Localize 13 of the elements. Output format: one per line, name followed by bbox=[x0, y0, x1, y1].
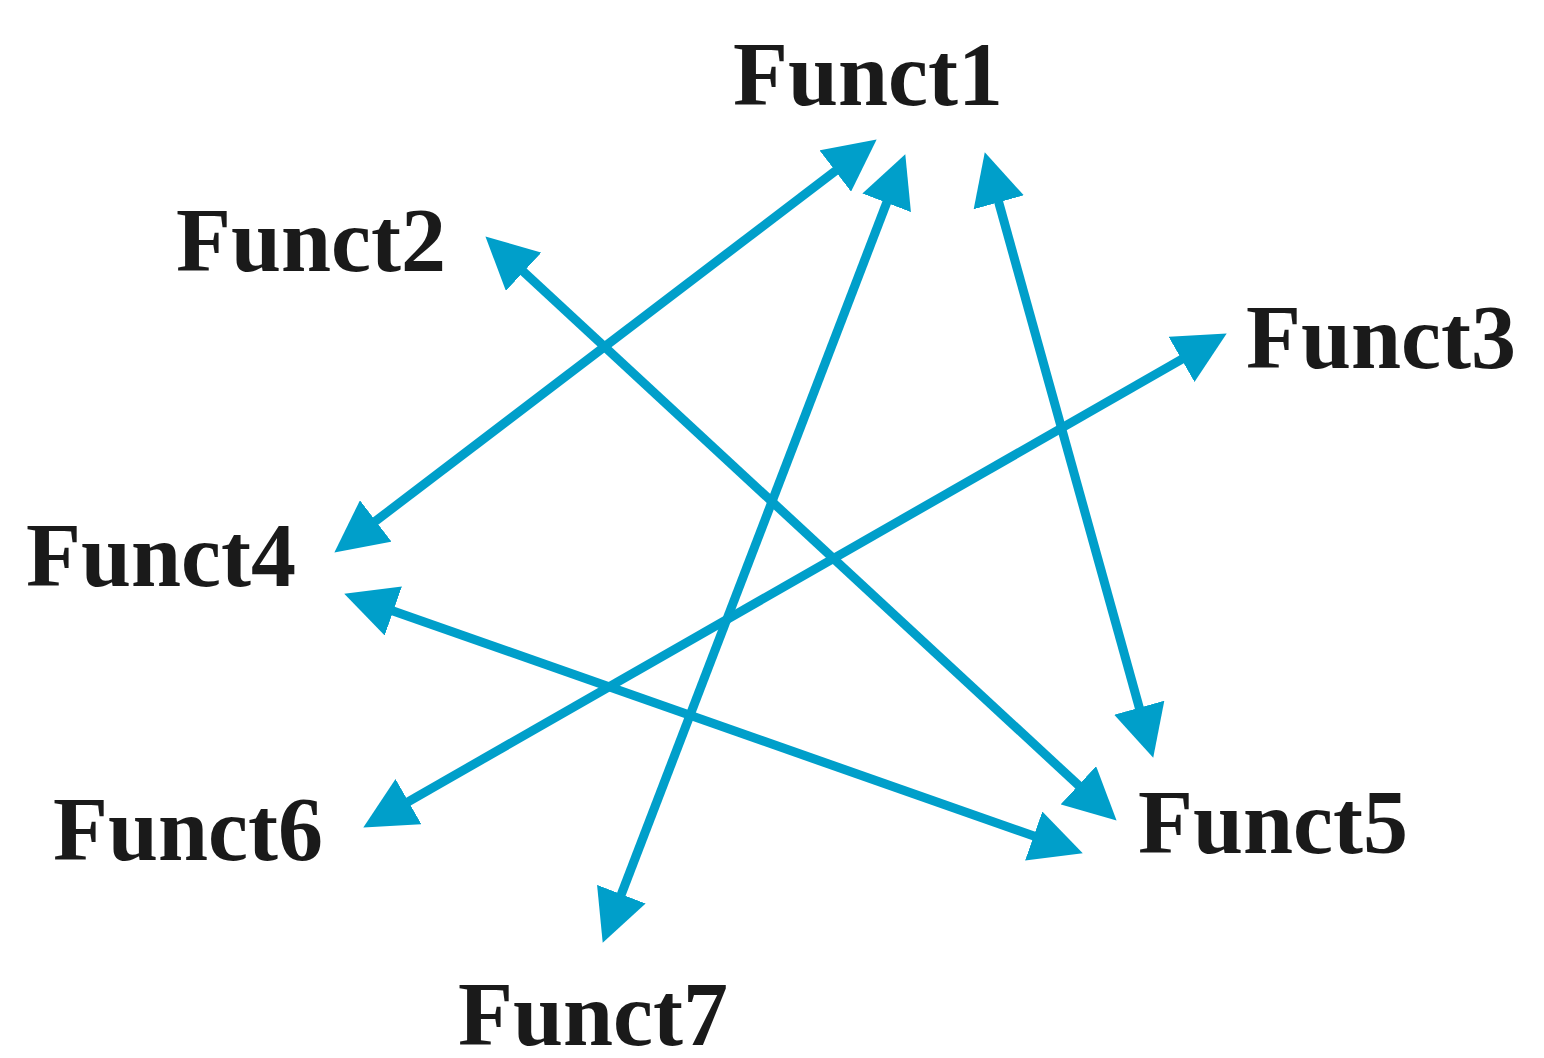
function-label: Funct5 bbox=[1138, 778, 1408, 868]
function-label: Funct1 bbox=[733, 30, 1003, 120]
function-label: Funct7 bbox=[458, 970, 728, 1058]
double-arrow bbox=[485, 236, 1117, 821]
function-label: Funct6 bbox=[53, 785, 323, 875]
function-label: Funct4 bbox=[26, 511, 296, 601]
double-arrow bbox=[334, 139, 877, 553]
double-arrow bbox=[973, 152, 1165, 758]
function-label: Funct3 bbox=[1246, 293, 1516, 383]
double-arrow bbox=[363, 333, 1227, 828]
double-arrow bbox=[344, 586, 1083, 861]
function-label: Funct2 bbox=[176, 196, 446, 286]
double-arrow bbox=[597, 154, 911, 943]
